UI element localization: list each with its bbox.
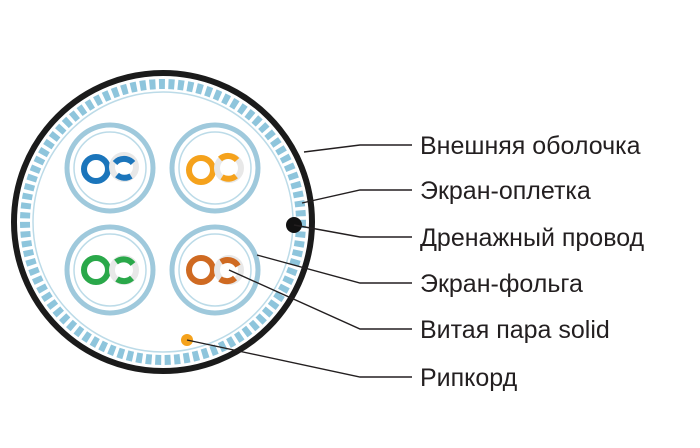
conductor-colored — [81, 255, 111, 285]
conductor-stripe — [114, 256, 136, 267]
pair-brown — [169, 224, 261, 316]
conductor-stripe — [219, 257, 241, 268]
conductor-stripe — [220, 173, 238, 182]
label-drain-wire: Дренажный провод — [420, 224, 645, 252]
leader-foil-shield — [256, 254, 412, 284]
pair-orange — [169, 122, 261, 214]
conductor-stripe — [112, 155, 136, 166]
leader-ripcord — [186, 339, 412, 378]
label-twisted-pair: Витая пара solid — [420, 316, 610, 344]
pair-green — [64, 224, 156, 316]
leader-outer-jacket — [303, 144, 412, 153]
outer-jacket — [11, 70, 315, 374]
leader-twisted-pair — [228, 269, 412, 330]
conductor-colored — [81, 154, 111, 184]
conductor-stripe — [115, 275, 135, 285]
label-ripcord: Рипкорд — [420, 364, 518, 392]
conductor-stripe — [115, 172, 133, 181]
conductor-colored — [186, 155, 216, 185]
conductor-colored — [186, 255, 216, 285]
label-braid-shield: Экран-оплетка — [420, 177, 591, 205]
pair-blue — [64, 122, 156, 214]
conductor-stripe — [218, 152, 240, 163]
leader-braid-shield — [301, 189, 412, 204]
leader-drain-wire — [293, 224, 412, 238]
label-foil-shield: Экран-фольга — [420, 270, 583, 298]
label-outer-jacket: Внешняя оболочка — [420, 132, 641, 160]
conductor-stripe — [218, 275, 238, 285]
